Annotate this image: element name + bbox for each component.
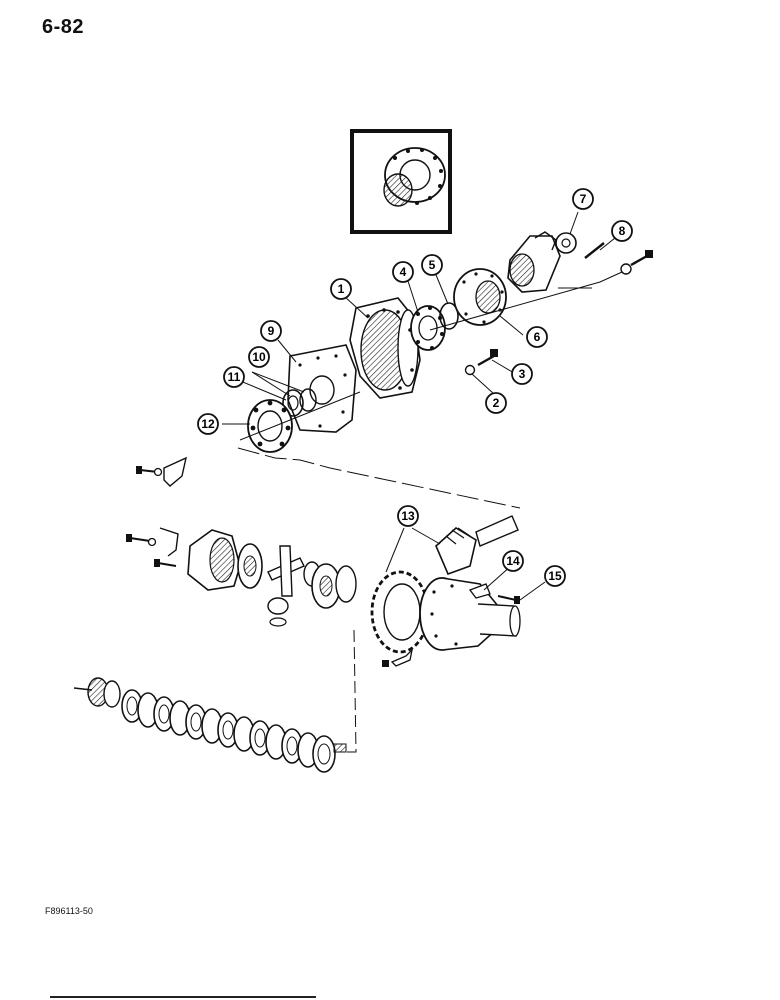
side-gear-left xyxy=(237,543,263,589)
callout-label: 7 xyxy=(580,192,587,206)
callout-label: 2 xyxy=(493,396,500,410)
diff-lock-housing xyxy=(126,527,241,591)
spring-end xyxy=(333,743,347,753)
lock-bracket xyxy=(136,456,187,487)
clutch-hub xyxy=(73,677,121,708)
callout-4: 4 xyxy=(392,261,414,283)
callout-label: 5 xyxy=(429,258,436,272)
cover-plate-part-9 xyxy=(287,344,357,433)
callout-label: 8 xyxy=(619,224,626,238)
side-gear-right xyxy=(311,563,357,609)
ring-gear-part-13 xyxy=(370,570,430,654)
bearing-part-12 xyxy=(247,399,293,453)
cotter-pin-part-8 xyxy=(584,242,605,259)
callout-label: 10 xyxy=(252,350,266,364)
callout-label: 13 xyxy=(401,509,415,523)
callout-label: 9 xyxy=(268,324,275,338)
leader-lines-upper xyxy=(222,211,623,509)
callout-label: 4 xyxy=(400,265,407,279)
callout-8: 8 xyxy=(611,220,633,242)
yoke-flange xyxy=(507,231,561,293)
bottom-rule xyxy=(50,996,316,998)
pinion-shaft-part-13 xyxy=(435,515,519,576)
figure-code: F896113-50 xyxy=(45,906,93,916)
callout-label: 11 xyxy=(228,370,241,384)
bolt-part-15 xyxy=(497,595,520,604)
inset-housing-detail xyxy=(350,129,452,234)
callout-7: 7 xyxy=(572,188,594,210)
lock-plate-part-14 xyxy=(468,583,491,599)
shim-part-5 xyxy=(439,302,459,330)
grease-fitting xyxy=(382,648,414,667)
callout-10: 10 xyxy=(248,346,270,368)
callout-6: 6 xyxy=(526,326,548,348)
clutch-disc-inner-rings xyxy=(126,696,331,765)
callout-1: 1 xyxy=(330,278,352,300)
callout-label: 6 xyxy=(534,330,541,344)
differential-case xyxy=(419,577,521,651)
callout-label: 1 xyxy=(338,282,345,296)
washer-part-2 xyxy=(464,364,476,376)
callout-9: 9 xyxy=(260,320,282,342)
bolt-and-washer-upper xyxy=(620,250,653,275)
callout-11: 11 xyxy=(223,366,245,388)
callout-label: 12 xyxy=(201,417,215,431)
spider-cross xyxy=(267,545,305,597)
bolt-part-3 xyxy=(477,349,498,367)
callout-label: 3 xyxy=(519,367,526,381)
clutch-discs xyxy=(121,689,336,773)
retainer-part-6 xyxy=(453,268,507,326)
callout-label: 14 xyxy=(506,554,520,568)
callout-13: 13 xyxy=(397,505,419,527)
callout-5: 5 xyxy=(421,254,443,276)
seal-rings-part-10-11 xyxy=(282,388,317,417)
callout-14: 14 xyxy=(502,550,524,572)
axle-housing-part-1 xyxy=(349,297,421,399)
callout-15: 15 xyxy=(544,565,566,587)
callout-2: 2 xyxy=(485,392,507,414)
castle-nut-part-7 xyxy=(555,232,577,254)
callout-label: 15 xyxy=(548,569,562,583)
page-number: 6-82 xyxy=(42,16,85,38)
callout-3: 3 xyxy=(511,363,533,385)
callout-12: 12 xyxy=(197,413,219,435)
